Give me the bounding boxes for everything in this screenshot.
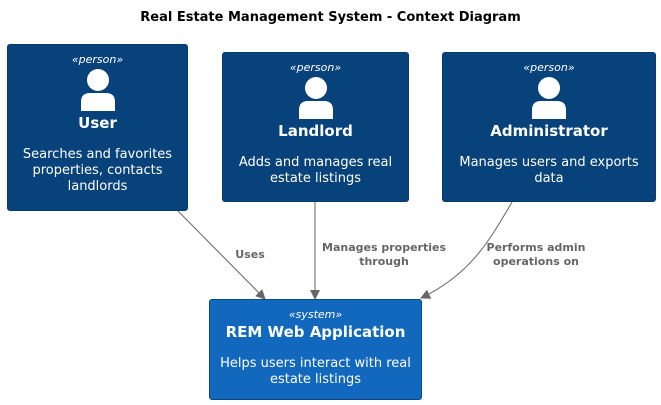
edge-label-performs-admin: Performs admin operations on [486, 241, 586, 268]
person-administrator-name: Administrator [490, 122, 608, 140]
person-landlord[interactable]: «person» Landlord Adds and manages real … [222, 52, 409, 202]
person-icon [532, 77, 566, 119]
person-administrator-description: Manages users and exports data [459, 155, 639, 186]
person-icon [298, 77, 333, 119]
person-user-name: User [78, 114, 117, 132]
person-landlord-description: Adds and manages real estate listings [238, 155, 393, 186]
person-landlord-stereotype: «person» [289, 61, 342, 74]
system-description: Helps users interact with real estate li… [220, 356, 411, 387]
edge-label-uses: Uses [235, 248, 265, 261]
edge-label-manages-properties: Manages properties through [322, 241, 446, 268]
person-landlord-name: Landlord [278, 122, 353, 140]
system-name: REM Web Application [225, 323, 406, 341]
diagram-title: Real Estate Management System - Context … [140, 10, 521, 25]
person-administrator-stereotype: «person» [523, 61, 575, 74]
edge-user-to-system [177, 210, 266, 300]
person-icon [80, 69, 115, 111]
system-stereotype: «system» [288, 308, 343, 321]
person-administrator[interactable]: «person» Administrator Manages users and… [442, 52, 656, 202]
person-user[interactable]: «person» User Searches and favorites pro… [7, 44, 188, 211]
person-user-stereotype: «person» [71, 53, 124, 66]
system-rem-web-application[interactable]: «system» REM Web Application Helps users… [209, 299, 422, 400]
edge-admin-to-system [420, 201, 513, 299]
person-user-description: Searches and favorites properties, conta… [22, 147, 173, 194]
